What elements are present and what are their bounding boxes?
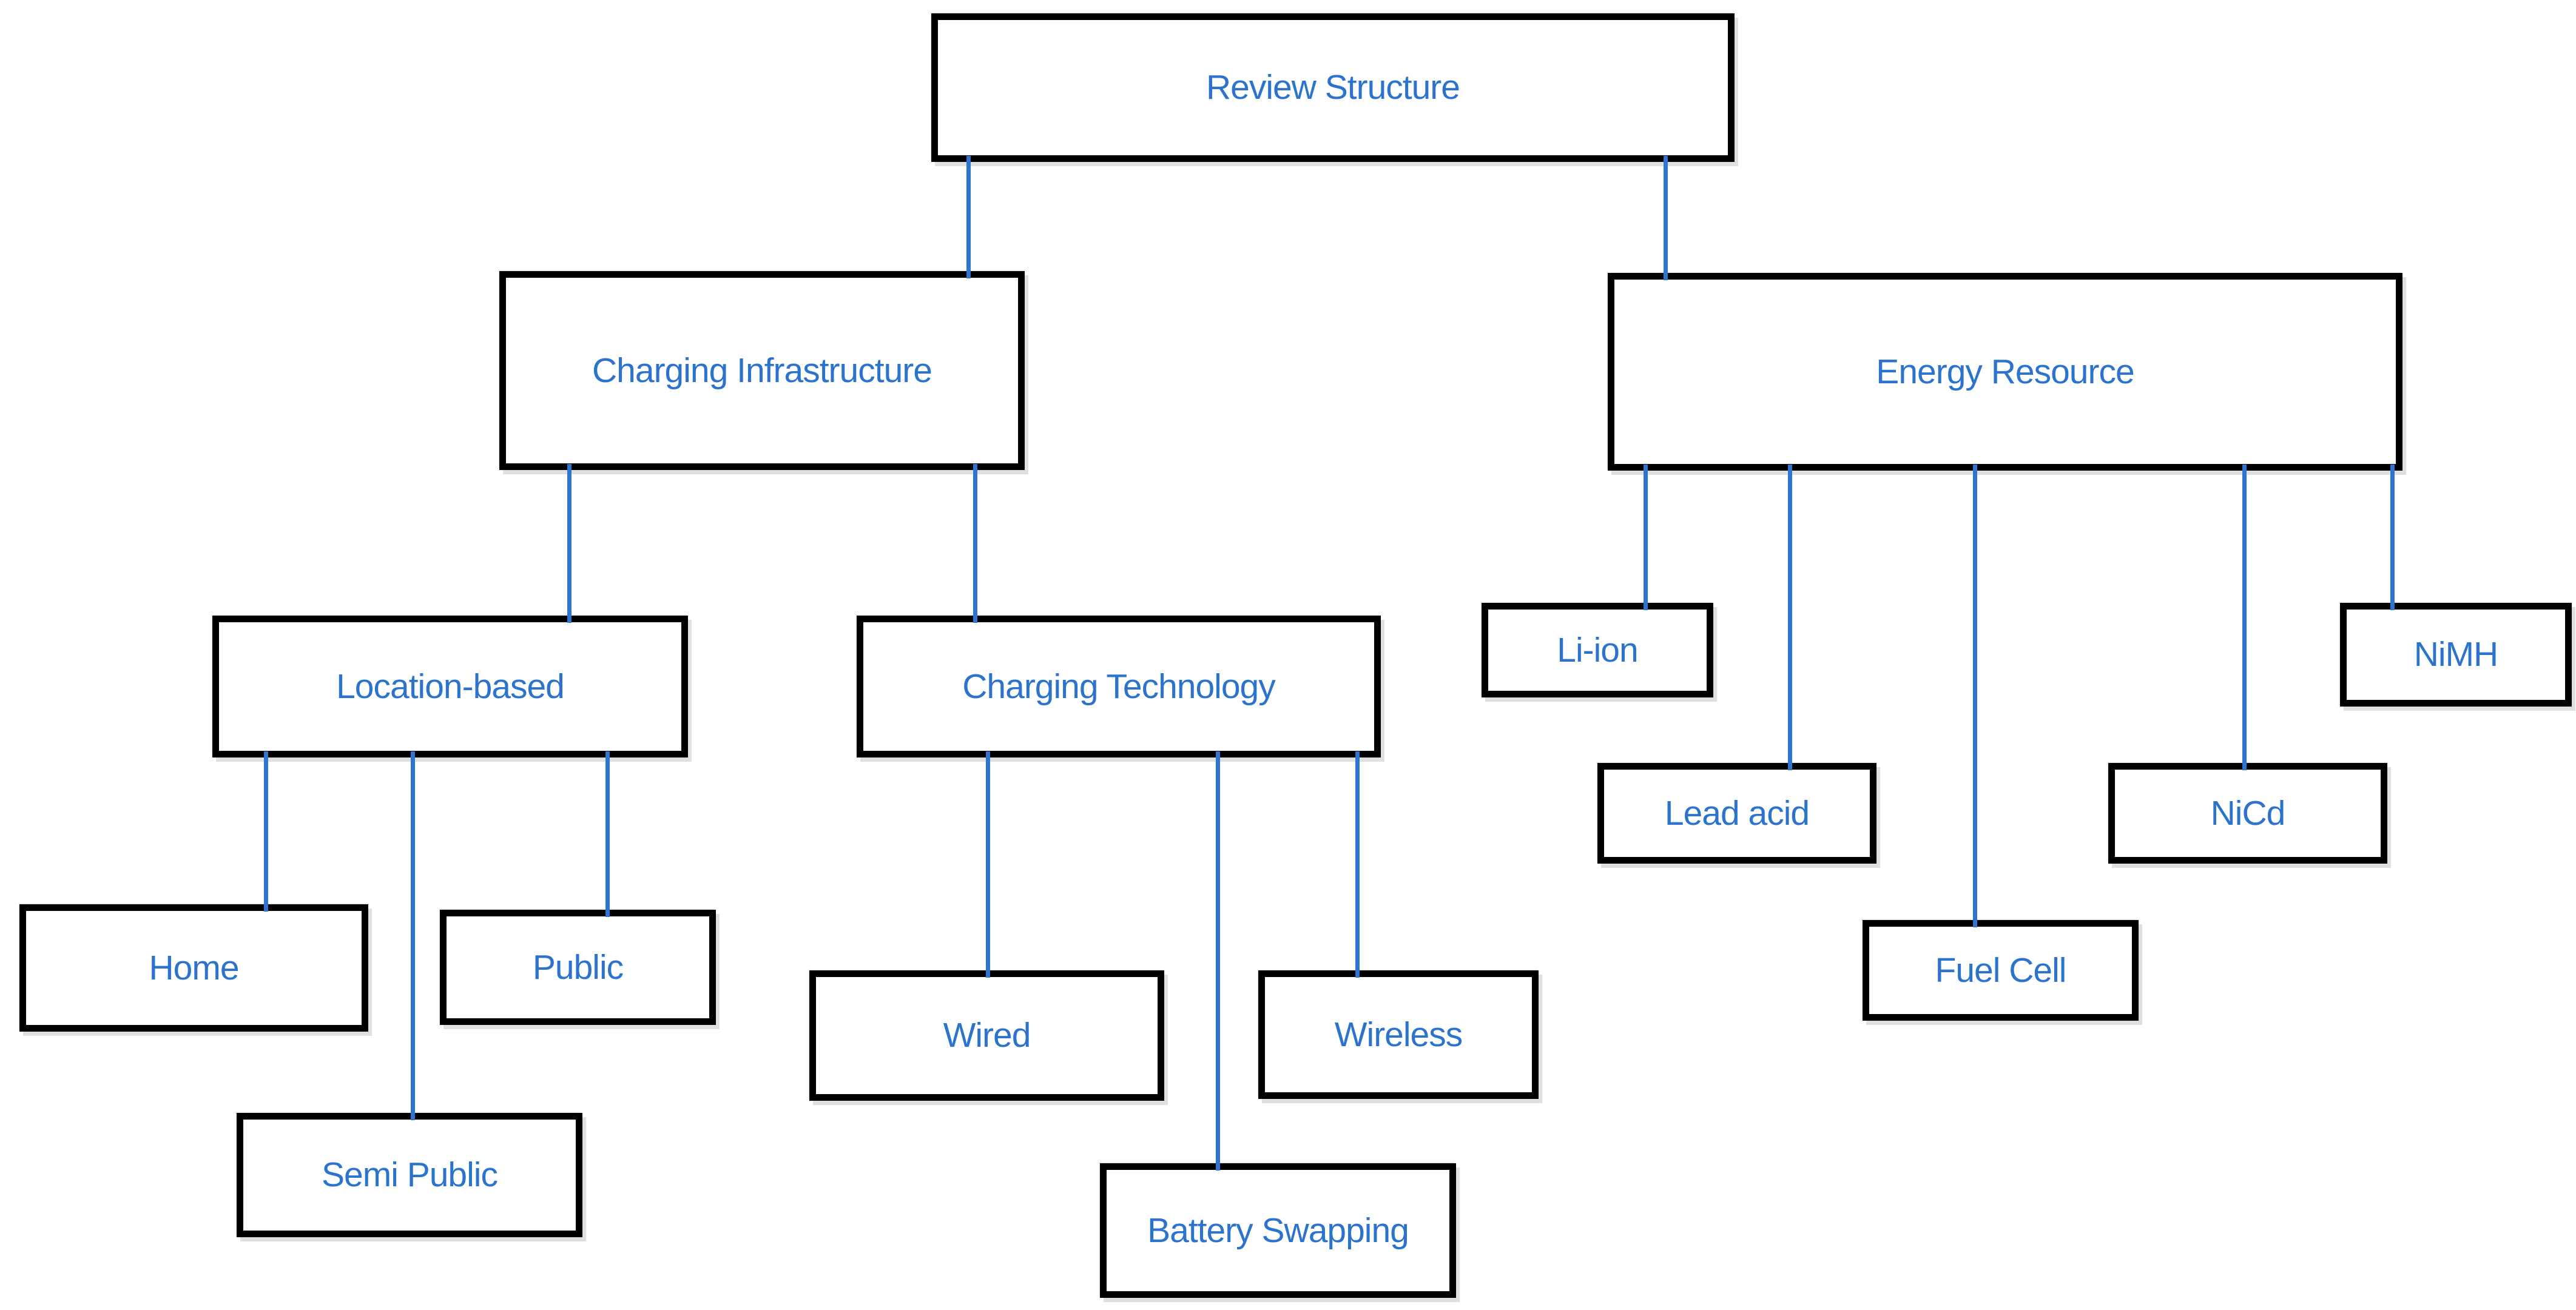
- connector-charging-infrastructure-charging-technology: [973, 464, 977, 623]
- node-charging-infrastructure-label: Charging Infrastructure: [592, 351, 932, 390]
- node-lead-acid: Lead acid: [1597, 763, 1876, 864]
- node-energy-resource-label: Energy Resource: [1876, 352, 2134, 391]
- node-fuel-cell-label: Fuel Cell: [1935, 950, 2067, 990]
- connector-charging-technology-battery-swapping: [1216, 751, 1220, 1171]
- node-charging-infrastructure: Charging Infrastructure: [499, 271, 1025, 470]
- node-charging-technology: Charging Technology: [857, 616, 1381, 757]
- node-home-label: Home: [149, 948, 239, 987]
- node-location-based-label: Location-based: [336, 667, 565, 706]
- node-charging-technology-label: Charging Technology: [962, 667, 1275, 706]
- node-nicd-label: NiCd: [2210, 793, 2286, 833]
- node-public: Public: [440, 910, 716, 1025]
- node-home: Home: [19, 904, 368, 1032]
- connector-charging-infrastructure-location-based: [567, 464, 572, 623]
- node-public-label: Public: [532, 947, 624, 987]
- connector-energy-resource-li-ion: [1644, 465, 1648, 610]
- connector-energy-resource-nicd: [2242, 465, 2247, 770]
- node-li-ion-label: Li-ion: [1557, 630, 1638, 670]
- node-lead-acid-label: Lead acid: [1664, 793, 1810, 833]
- node-energy-resource: Energy Resource: [1608, 273, 2402, 471]
- connector-charging-technology-wireless: [1355, 751, 1360, 978]
- node-location-based: Location-based: [212, 616, 688, 757]
- node-nimh-label: NiMH: [2413, 635, 2498, 674]
- node-nicd: NiCd: [2108, 763, 2387, 864]
- node-li-ion: Li-ion: [1482, 603, 1713, 697]
- connector-energy-resource-lead-acid: [1788, 465, 1792, 770]
- node-battery-swapping-label: Battery Swapping: [1147, 1211, 1409, 1250]
- node-semi-public-label: Semi Public: [322, 1155, 498, 1195]
- connector-location-based-home: [264, 751, 268, 912]
- connector-location-based-public: [605, 751, 610, 917]
- connector-review-structure-charging-infrastructure: [966, 156, 971, 278]
- node-wired-label: Wired: [943, 1016, 1031, 1055]
- node-nimh: NiMH: [2340, 603, 2572, 707]
- node-review-structure: Review Structure: [931, 13, 1735, 162]
- node-wireless-label: Wireless: [1334, 1015, 1463, 1054]
- connector-charging-technology-wired: [986, 751, 990, 978]
- node-battery-swapping: Battery Swapping: [1100, 1163, 1456, 1298]
- connector-review-structure-energy-resource: [1664, 156, 1668, 280]
- node-fuel-cell: Fuel Cell: [1863, 920, 2139, 1021]
- node-wireless: Wireless: [1258, 970, 1539, 1099]
- node-semi-public: Semi Public: [237, 1113, 582, 1237]
- connector-energy-resource-fuel-cell: [1973, 465, 1977, 927]
- node-review-structure-label: Review Structure: [1206, 68, 1460, 107]
- connector-energy-resource-nimh: [2390, 465, 2395, 610]
- connector-location-based-semi-public: [411, 751, 415, 1120]
- node-wired: Wired: [809, 970, 1164, 1101]
